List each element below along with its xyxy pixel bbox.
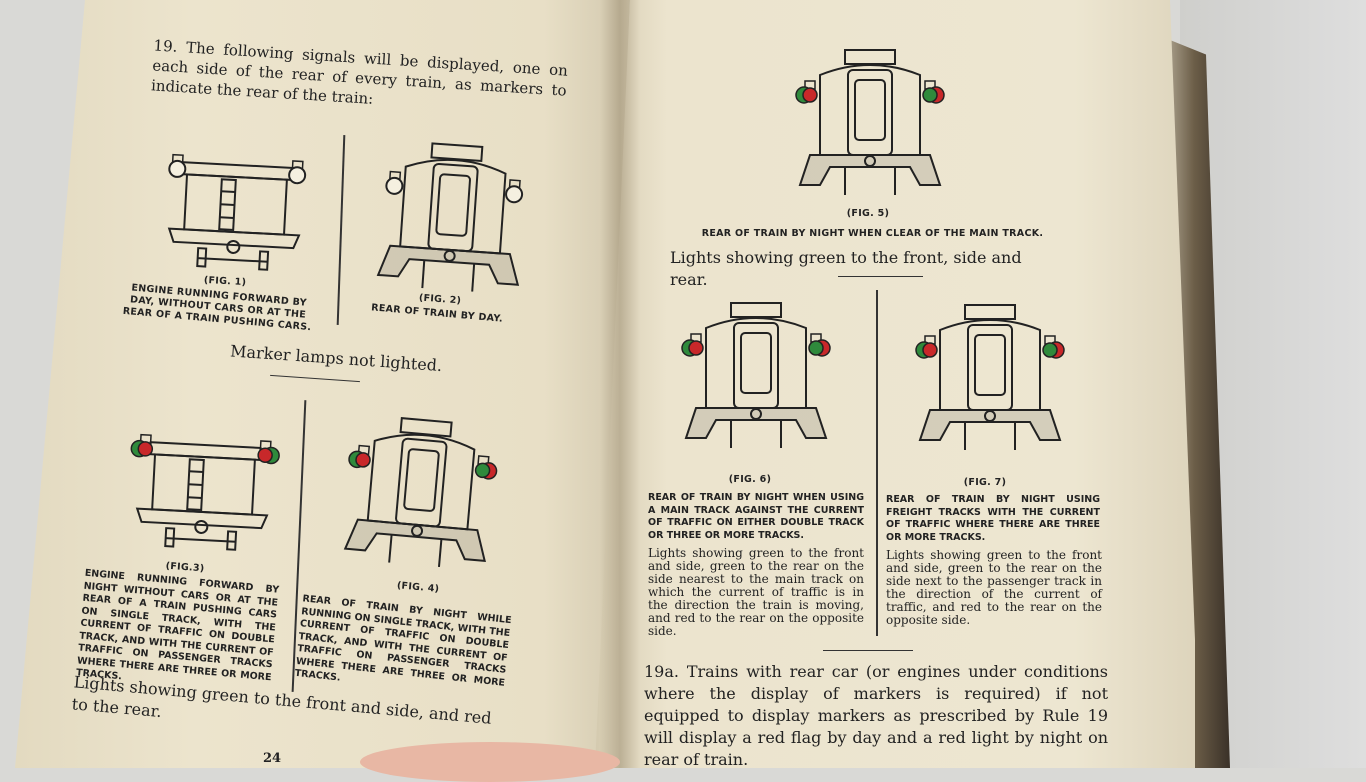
caboose-rear-icon	[681, 302, 831, 448]
engine-rear-icon	[167, 153, 307, 271]
divider	[876, 290, 878, 636]
divider	[838, 276, 923, 278]
fig6-label: (FIG. 6)	[728, 474, 772, 485]
caboose-rear-icon	[915, 304, 1065, 450]
left-page	[15, 0, 630, 768]
divider	[823, 650, 913, 652]
fig6-text: Lights showing green to the front and si…	[648, 546, 864, 638]
caboose-rear-icon	[376, 142, 524, 292]
caboose-rear-icon	[795, 49, 945, 195]
thumb	[360, 742, 620, 782]
rule-19a-text: 19a. Trains with rear car (or engines un…	[644, 662, 1108, 769]
fig7-caboose-drawing	[910, 300, 1070, 464]
right-page	[595, 0, 1195, 768]
fig5-label: (FIG. 5)	[846, 208, 890, 219]
page-number: 24	[263, 751, 282, 766]
fig5-caption: REAR OF TRAIN BY NIGHT WHEN CLEAR OF THE…	[701, 228, 1044, 239]
fig7-text: Lights showing green to the front and si…	[886, 548, 1102, 627]
fig7-caption: REAR OF TRAIN BY NIGHT USING FREIGHT TRA…	[886, 494, 1100, 543]
note-lights-green-all: Lights showing green to the front, side …	[670, 248, 1022, 289]
book-gutter	[600, 0, 640, 768]
fig3-engine-drawing	[125, 426, 282, 563]
caboose-rear-icon	[343, 417, 498, 568]
fig1-engine-drawing	[157, 146, 314, 283]
fig6-caption: REAR OF TRAIN BY NIGHT WHEN USING A MAIN…	[648, 492, 864, 541]
fig2-caboose-drawing	[366, 135, 537, 310]
fig6-caboose-drawing	[676, 298, 836, 462]
engine-rear-icon	[130, 433, 280, 551]
fig7-label: (FIG. 7)	[963, 477, 1007, 488]
fig5-caboose-drawing	[790, 45, 950, 209]
fig4-caboose-drawing	[333, 408, 507, 585]
